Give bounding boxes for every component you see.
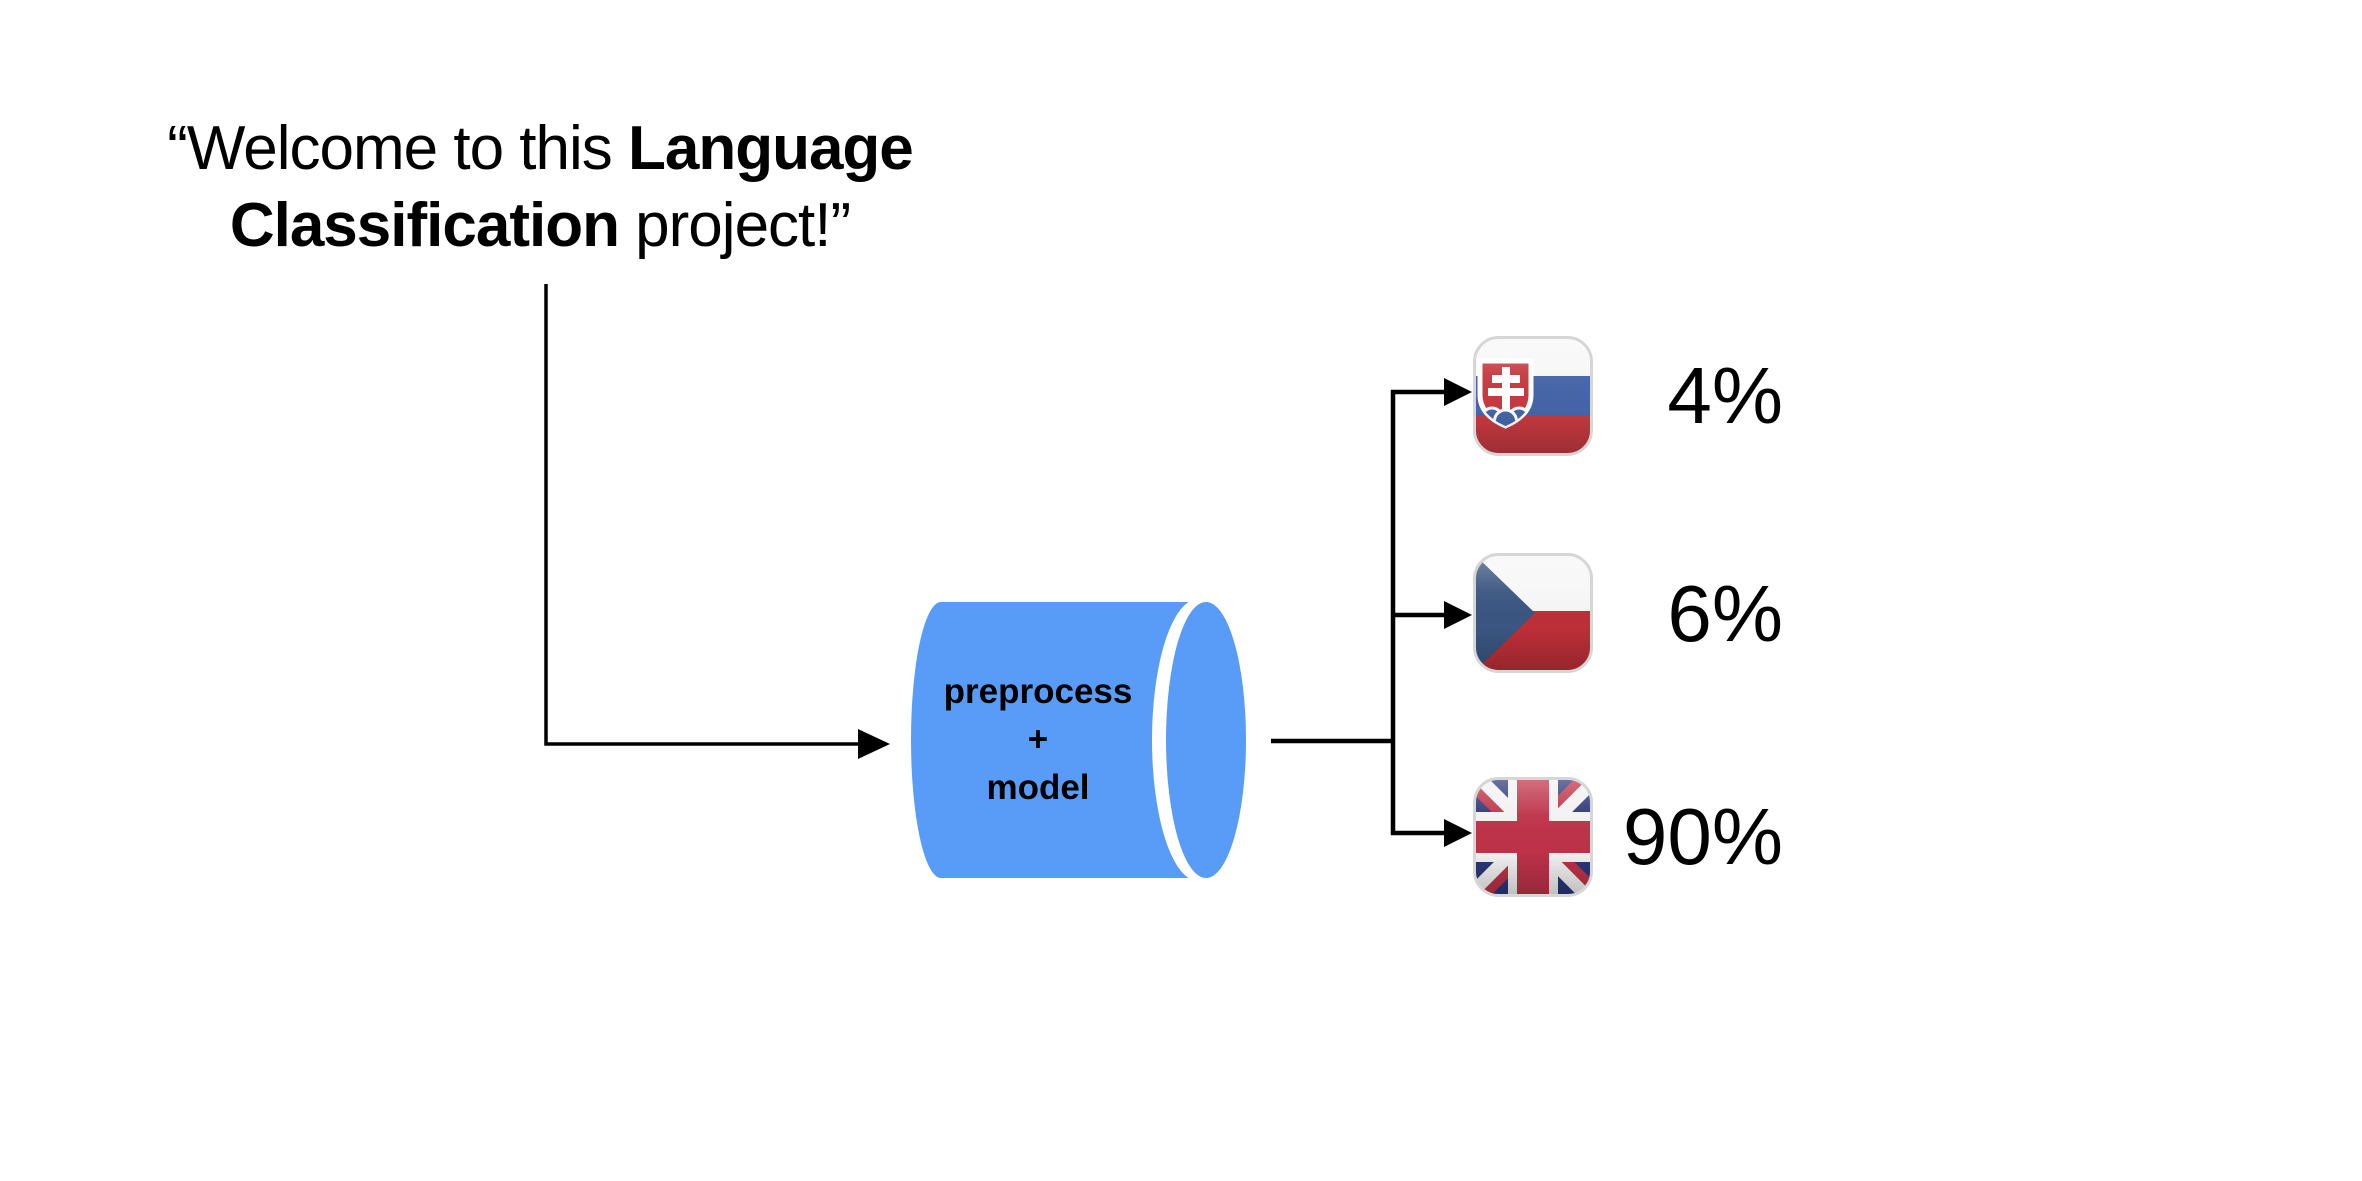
welcome-quote: “Welcome to this Language Classification… bbox=[120, 110, 960, 264]
cylinder-label-line3: model bbox=[986, 768, 1090, 807]
preprocess-model-cylinder bbox=[911, 599, 1246, 881]
quote-line-1: “Welcome to this Language bbox=[120, 110, 960, 187]
arrowhead-czech bbox=[1444, 601, 1472, 629]
cylinder-cap bbox=[1166, 602, 1246, 878]
quote-to-model-arrowhead bbox=[858, 729, 890, 759]
quote-line1-bold: Language bbox=[627, 114, 914, 183]
cylinder-label-line1: preprocess bbox=[943, 672, 1133, 711]
arrowhead-uk bbox=[1444, 819, 1472, 847]
united-kingdom-flag-icon bbox=[1473, 777, 1593, 897]
cylinder-body bbox=[911, 602, 1205, 878]
cylinder-label-line2: + bbox=[1027, 720, 1049, 759]
quote-to-model-arrow-line bbox=[544, 284, 858, 746]
arrowhead-slovakia bbox=[1444, 378, 1472, 406]
quote-line-2: Classification project!” bbox=[120, 187, 960, 264]
quote-line2-bold: Classification bbox=[229, 191, 620, 260]
quote-line1-regular: “Welcome to this bbox=[167, 114, 628, 183]
quote-line2-regular: project!” bbox=[618, 191, 851, 260]
percent-label-czech: 6% bbox=[1667, 569, 1783, 658]
cylinder-label: preprocess + model bbox=[888, 668, 1188, 812]
czech-republic-flag-icon bbox=[1473, 553, 1593, 673]
percent-label-uk: 90% bbox=[1622, 792, 1783, 881]
percent-label-slovakia: 4% bbox=[1667, 351, 1783, 440]
slovakia-flag-icon bbox=[1473, 336, 1593, 456]
